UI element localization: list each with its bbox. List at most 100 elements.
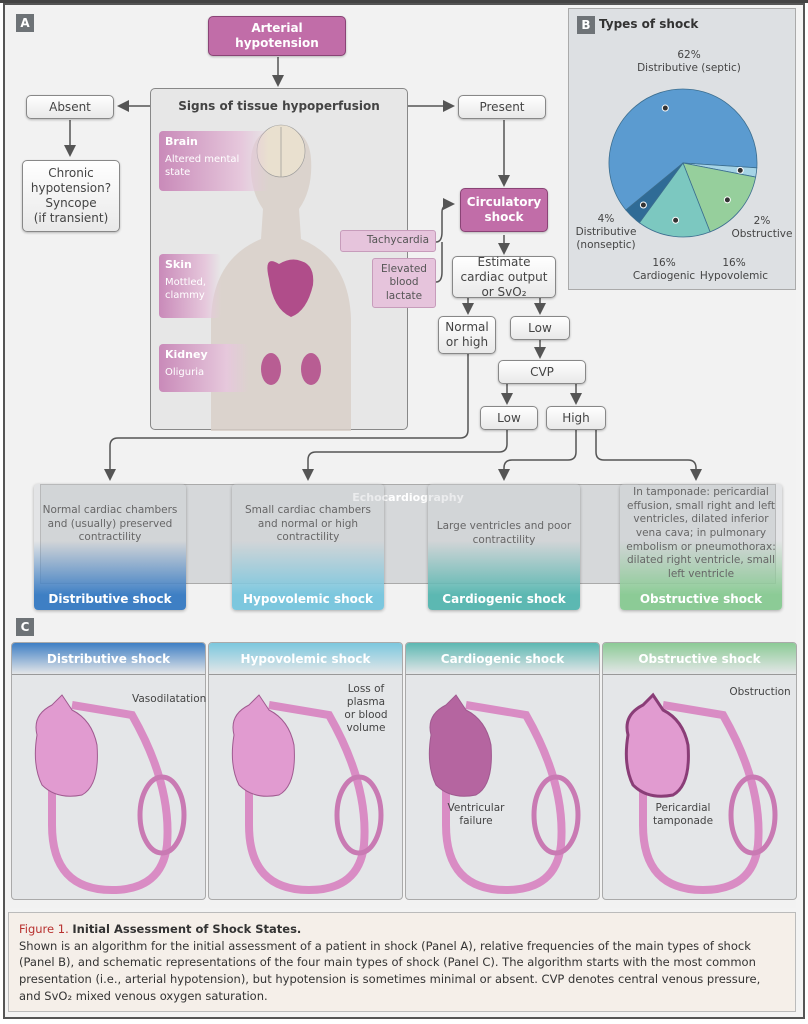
- normal-or-high-node: Normal or high: [438, 316, 496, 354]
- obstruction-annotation: Obstruction: [729, 686, 791, 698]
- panel-b: B Types of shock 62%Distributive (septic…: [568, 8, 796, 290]
- ventricular-failure-annotation: Ventricular failure: [447, 802, 505, 828]
- pie-chart: [608, 88, 758, 238]
- caption-title: Initial Assessment of Shock States.: [72, 922, 302, 936]
- obstructive-shock-label: Obstructive shock: [639, 592, 763, 606]
- organ-skin-name: Skin: [165, 258, 192, 271]
- pie-label-obstructive: 2%Obstructive: [729, 215, 795, 241]
- distributive-schematic: Distributive shock: [11, 642, 206, 900]
- pie-label-septic-name: Distributive (septic): [637, 62, 741, 75]
- distributive-shock-label: Distributive shock: [48, 592, 172, 606]
- heart-icon: [624, 692, 690, 798]
- pie-marker-septic: [661, 104, 669, 112]
- pie-marker-nonseptic: [639, 201, 647, 209]
- tachycardia-label: Tachycardia: [340, 230, 436, 252]
- pie-label-nonseptic-name: Distributive (nonseptic): [575, 226, 637, 252]
- pie-label-hypovolemic-name: Hypovolemic: [699, 270, 769, 283]
- hypovolemic-schematic: Hypovolemic shock: [208, 642, 403, 900]
- cardiogenic-echo-text: Large ventricles and poor contractility: [436, 520, 572, 546]
- pie-marker-hypovolemic: [723, 196, 731, 204]
- elevated-lactate-label: Elevated blood lactate: [372, 258, 436, 308]
- present-node: Present: [458, 95, 546, 119]
- cvp-high-node: High: [546, 406, 606, 430]
- pie-label-obstructive-value: 2%: [753, 215, 771, 227]
- obstructive-schematic: Obstructive shock: [602, 642, 797, 900]
- arterial-hypotension-node: Arterial hypotension: [208, 16, 346, 56]
- pie-slice-hypovolemic: [682, 162, 757, 233]
- cardiogenic-shock-label: Cardiogenic shock: [442, 592, 566, 606]
- circulation-schematic-icon: [428, 694, 581, 895]
- chronic-line-1: Chronic: [48, 166, 94, 180]
- pie-label-cardiogenic-value: 16%: [652, 257, 676, 269]
- hypovolemic-echo-text: Small cardiac chambers and normal or hig…: [245, 504, 371, 544]
- chronic-line-3: Syncope: [45, 196, 97, 210]
- pie-label-cardiogenic-name: Cardiogenic: [632, 270, 696, 283]
- hypovolemic-schematic-title: Hypovolemic shock: [209, 643, 402, 675]
- vessel-loop: [245, 701, 369, 895]
- distributive-schematic-title: Distributive shock: [12, 643, 205, 675]
- capillary-bed: [137, 774, 187, 856]
- cardiogenic-schematic-title: Cardiogenic shock: [406, 643, 599, 675]
- distributive-column: Normal cardiac chambers and (usually) pr…: [34, 484, 186, 610]
- pie-slice-septic: [608, 88, 758, 211]
- vessel-loop: [639, 701, 763, 895]
- distributive-echo-text: Normal cardiac chambers and (usually) pr…: [42, 504, 178, 544]
- pie-label-obstructive-name: Obstructive: [731, 228, 793, 241]
- hypovolemic-shock-label: Hypovolemic shock: [243, 592, 373, 606]
- pie-label-hypovolemic: 16%Hypovolemic: [697, 257, 771, 283]
- organ-brain-name: Brain: [165, 135, 198, 148]
- organ-brain-sign: Altered mental state: [165, 153, 240, 179]
- panel-c-label: C: [16, 618, 34, 636]
- chronic-hypotension-node: Chronic hypotension? Syncope (if transie…: [22, 160, 120, 232]
- figure-caption: Figure 1. Initial Assessment of Shock St…: [8, 912, 796, 1012]
- obstructive-echo-text: In tamponade: pericardial effusion, smal…: [626, 486, 776, 580]
- heart-icon: [231, 694, 295, 797]
- panel-a-label: A: [16, 14, 34, 32]
- obstructive-schematic-title: Obstructive shock: [603, 643, 796, 675]
- organ-skin-sign: Mottled, clammy: [165, 276, 207, 302]
- cvp-low-node: Low: [480, 406, 538, 430]
- pie-marker-obstructive: [736, 166, 744, 174]
- chronic-line-4: (if transient): [33, 211, 109, 225]
- low-output-node: Low: [510, 316, 570, 340]
- estimate-cardiac-output-node: Estimate cardiac output or SvO₂: [452, 255, 556, 299]
- circulation-schematic-icon: [624, 692, 778, 895]
- pie-label-cardiogenic: 16%Cardiogenic: [629, 257, 699, 283]
- circulation-schematic-icon: [34, 694, 187, 895]
- loss-of-volume-annotation: Loss of plasma or blood volume: [344, 683, 388, 735]
- flow-connectors: [64, 57, 702, 481]
- pie-slice-nonseptic: [625, 162, 684, 224]
- capillary-bed: [531, 774, 581, 856]
- hypovolemic-column: Small cardiac chambers and normal or hig…: [232, 484, 384, 610]
- heart-icon: [428, 694, 492, 797]
- pie-slice-cardiogenic: [638, 162, 711, 238]
- signs-title: Signs of tissue hypoperfusion: [178, 99, 380, 113]
- vessel-loop: [48, 701, 172, 895]
- capillary-bed: [728, 774, 778, 856]
- circulation-schematic-icon: [231, 694, 384, 895]
- pie-label-nonseptic-value: 4%: [597, 213, 615, 225]
- pie-marker-cardiogenic: [672, 216, 680, 224]
- pie-label-nonseptic: 4%Distributive (nonseptic): [573, 213, 639, 252]
- caption-text: Shown is an algorithm for the initial as…: [19, 938, 761, 1003]
- heart-icon: [34, 694, 98, 797]
- caption-figure-number: Figure 1.: [19, 922, 69, 936]
- organ-kidney-name: Kidney: [165, 348, 208, 361]
- pie-label-hypovolemic-value: 16%: [722, 257, 746, 269]
- organ-kidney-sign: Oliguria: [165, 366, 205, 378]
- cardiogenic-schematic: Cardiogenic shock: [405, 642, 600, 900]
- circulatory-shock-node: Circulatory shock: [460, 188, 548, 232]
- vasodilatation-annotation: Vasodilatation: [132, 693, 207, 705]
- obstructive-column: In tamponade: pericardial effusion, smal…: [620, 484, 782, 610]
- chronic-line-2: hypotension?: [30, 181, 112, 195]
- top-rule: [0, 0, 808, 3]
- panel-b-title: Types of shock: [599, 17, 699, 31]
- vessel-loop: [442, 701, 566, 895]
- pie-label-septic: 62%Distributive (septic): [629, 49, 749, 75]
- pericardial-tamponade-annotation: Pericardial tamponade: [652, 802, 714, 828]
